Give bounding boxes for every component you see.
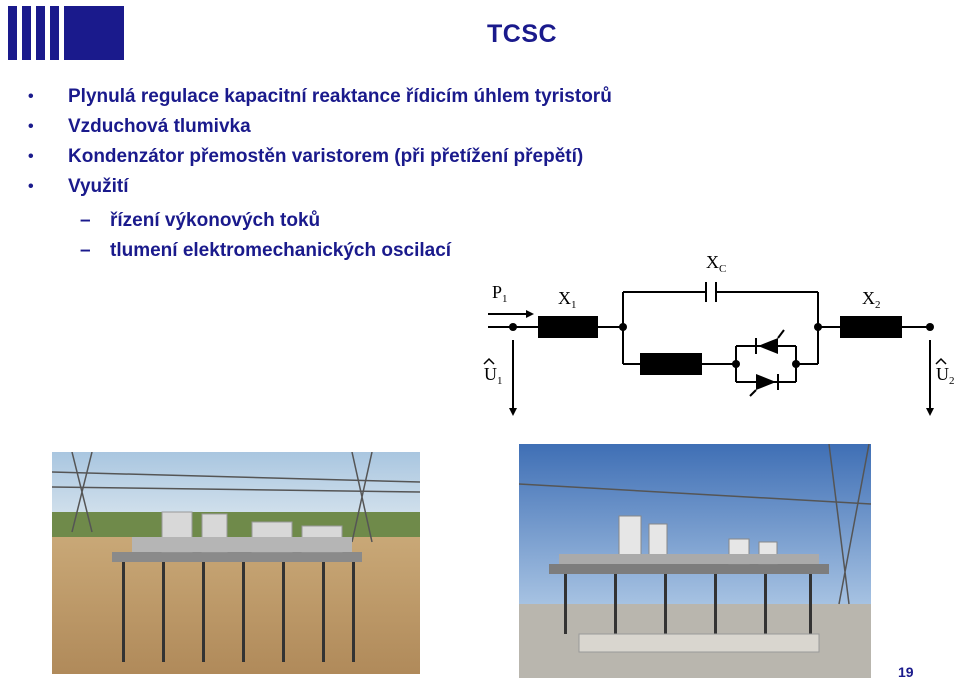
sub-bullet-marker: – xyxy=(80,210,91,231)
bullet-text: Využití xyxy=(68,176,129,197)
svg-text:X1: X1 xyxy=(558,288,577,311)
bullet-marker: • xyxy=(28,178,34,195)
label-x2-sub: 2 xyxy=(875,299,881,311)
bullet-marker: • xyxy=(28,148,34,165)
reactor-x2 xyxy=(840,316,902,338)
sub-bullet-marker: – xyxy=(80,240,91,261)
svg-text:U1: U1 xyxy=(484,364,503,387)
sub-bullet-text: řízení výkonových toků xyxy=(110,210,321,231)
reactor-x1 xyxy=(538,316,598,338)
tcsc-circuit-diagram: XC X1 X2 P1 U1 U2 xyxy=(483,252,955,416)
label-x2: X xyxy=(862,288,875,308)
label-u2-sub: 2 xyxy=(949,375,955,387)
slide-title: TCSC xyxy=(487,20,558,48)
bullet-text: Kondenzátor přemostěn varistorem (při př… xyxy=(68,146,584,167)
label-xc: X xyxy=(706,252,719,272)
label-u2: U xyxy=(936,364,949,384)
bullet-text: Plynulá regulace kapacitní reaktance říd… xyxy=(68,86,612,107)
thyristor-icon xyxy=(756,374,776,390)
svg-text:X2: X2 xyxy=(862,288,881,311)
sub-bullet-text: tlumení elektromechanických oscilací xyxy=(110,240,452,261)
logo xyxy=(8,6,124,60)
svg-text:P1: P1 xyxy=(492,282,508,305)
substation-photo-1 xyxy=(52,452,420,674)
label-u1-sub: 1 xyxy=(497,375,503,387)
label-x1-sub: 1 xyxy=(571,299,577,311)
label-p1-sub: 1 xyxy=(502,293,508,305)
label-x1: X xyxy=(558,288,571,308)
label-u1: U xyxy=(484,364,497,384)
thyristor-icon xyxy=(758,338,778,354)
bullet-marker: • xyxy=(28,118,34,135)
label-p1: P xyxy=(492,282,502,302)
label-xc-sub: C xyxy=(719,263,726,275)
bullet-text: Vzduchová tlumivka xyxy=(68,116,251,137)
substation-photo-2 xyxy=(519,444,871,678)
bullet-marker: • xyxy=(28,88,34,105)
svg-text:U2: U2 xyxy=(936,364,955,387)
svg-text:XC: XC xyxy=(706,252,726,275)
reactor-tcr xyxy=(640,353,702,375)
page-number: 19 xyxy=(898,664,914,680)
